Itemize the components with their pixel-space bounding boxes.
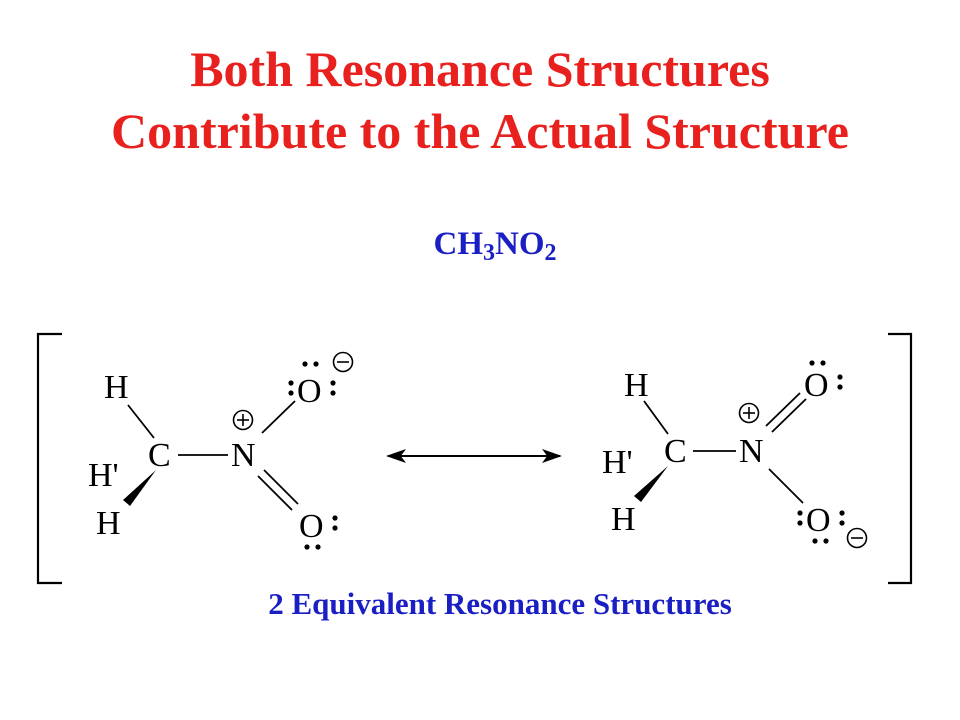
left-bond-n-o-single — [261, 400, 296, 434]
right-negative-charge — [846, 527, 868, 549]
left-h-bottom: H — [96, 505, 121, 542]
left-lone-pairs — [288, 361, 338, 550]
right-bond-n-o-single — [768, 468, 804, 504]
right-positive-charge — [738, 402, 760, 424]
right-lone-pairs — [797, 360, 845, 544]
right-bond-n-o-double-1 — [765, 392, 801, 427]
slide-title: Both Resonance Structures Contribute to … — [0, 38, 960, 162]
left-oxygen-top: O — [297, 373, 322, 410]
right-nitrogen: N — [739, 433, 764, 470]
right-oxygen-bottom: O — [806, 502, 831, 539]
left-oxygen-bottom: O — [299, 508, 324, 545]
left-h-top: H — [104, 369, 129, 406]
caption: 2 Equivalent Resonance Structures — [268, 586, 732, 621]
left-bond-n-o-double-2 — [263, 469, 299, 505]
right-wedge-bond-c-h-bottom — [634, 466, 668, 502]
right-h-top: H — [624, 367, 649, 404]
right-bond-c-h-top — [643, 400, 669, 435]
right-h-middle: H' — [602, 444, 633, 481]
left-wedge-bond-c-h-bottom — [123, 470, 156, 506]
left-carbon: C — [148, 437, 171, 474]
left-nitrogen: N — [231, 437, 256, 474]
left-bond-c-h-top — [127, 404, 155, 439]
formula-no: NO — [495, 226, 545, 262]
right-bracket — [888, 332, 913, 585]
right-oxygen-top: O — [804, 367, 829, 404]
left-h-middle: H' — [88, 457, 119, 494]
formula-subscript-2: 2 — [544, 240, 557, 266]
left-positive-charge — [232, 409, 254, 431]
title-line-1: Both Resonance Structures — [190, 41, 770, 97]
left-bond-n-o-double-1 — [257, 475, 293, 511]
left-bracket — [36, 332, 62, 585]
resonance-structure-right: H H' H C N O O — [602, 360, 868, 549]
formula-subscript-3: 3 — [483, 240, 495, 266]
molecular-formula: CH3NO2 — [0, 226, 960, 267]
right-carbon: C — [664, 433, 687, 470]
title-line-2: Contribute to the Actual Structure — [111, 103, 849, 159]
right-h-bottom: H — [611, 501, 636, 538]
right-bond-n-o-double-2 — [771, 398, 807, 433]
left-negative-charge — [332, 351, 354, 373]
formula-ch: CH — [433, 226, 484, 262]
resonance-structure-left: H H' H C N O O — [88, 351, 354, 550]
